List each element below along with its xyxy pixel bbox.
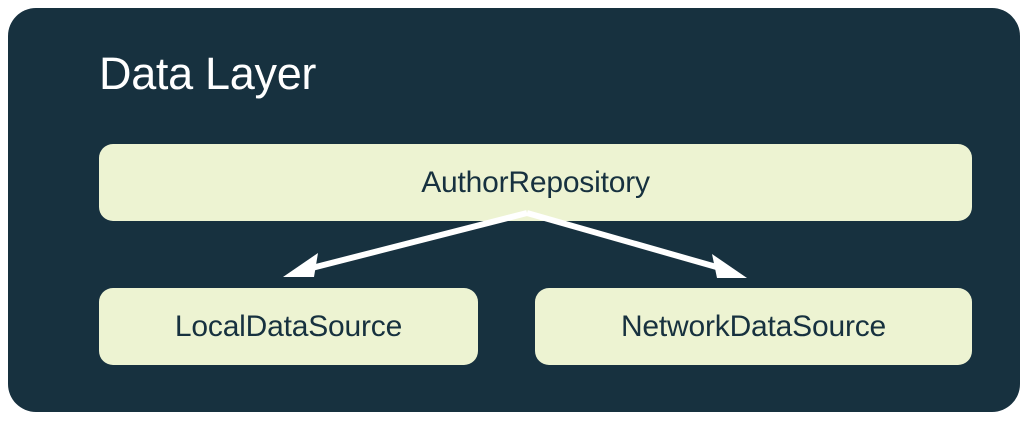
node-local-data-source[interactable]: LocalDataSource [99,288,478,365]
node-network-data-source-label: NetworkDataSource [620,309,887,343]
node-network-data-source[interactable]: NetworkDataSource [535,288,972,365]
node-local-data-source-label: LocalDataSource [174,309,403,343]
layer-title: Data Layer [99,48,317,99]
data-layer-container: Data Layer AuthorRepository LocalDataSou… [8,8,1020,412]
node-author-repository-label: AuthorRepository [421,165,650,199]
node-author-repository[interactable]: AuthorRepository [99,144,972,221]
